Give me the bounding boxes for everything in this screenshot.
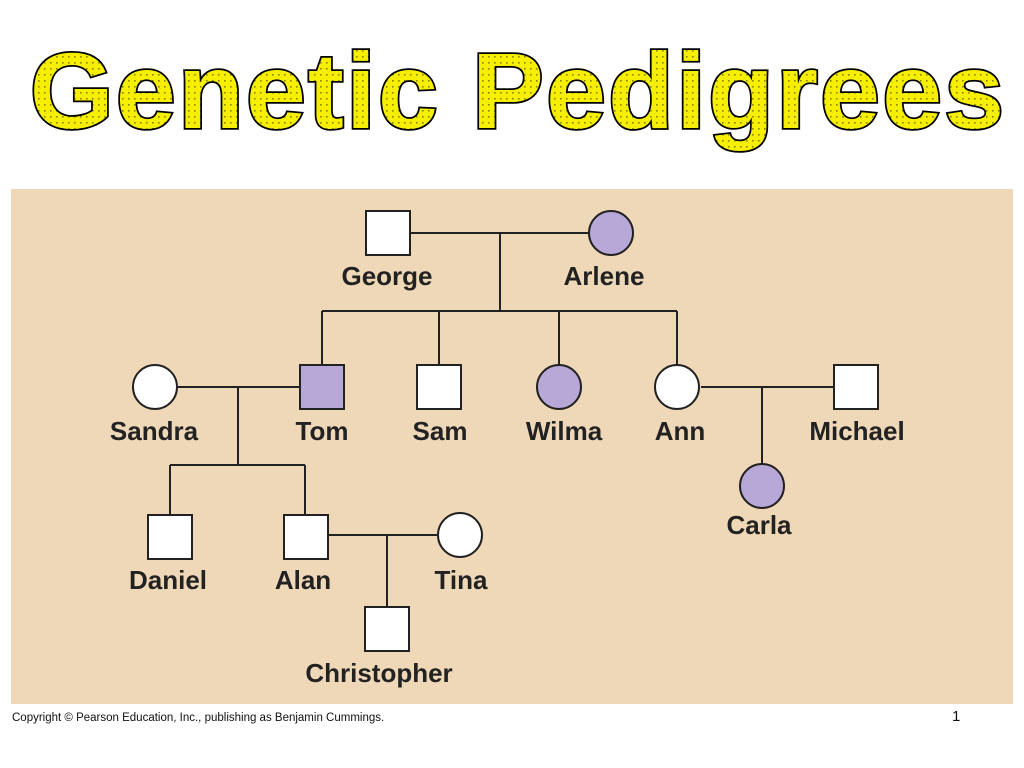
daniel-symbol xyxy=(147,514,193,560)
pedigree-chart: George Arlene Sandra Tom Sam Wilma Ann M… xyxy=(110,210,905,688)
label-sandra: Sandra xyxy=(110,416,199,446)
carla-symbol xyxy=(739,463,785,509)
label-wilma: Wilma xyxy=(526,416,603,446)
label-michael: Michael xyxy=(809,416,904,446)
michael-symbol xyxy=(833,364,879,410)
label-christopher: Christopher xyxy=(305,658,452,688)
tina-symbol xyxy=(437,512,483,558)
copyright-notice: Copyright © Pearson Education, Inc., pub… xyxy=(12,712,385,724)
wilma-symbol xyxy=(536,364,582,410)
label-george: George xyxy=(341,261,432,291)
ann-symbol xyxy=(654,364,700,410)
page-number: 1 xyxy=(952,708,961,725)
arlene-symbol xyxy=(588,210,634,256)
page-title: Genetic Pedigrees xyxy=(30,30,1006,151)
label-ann: Ann xyxy=(655,416,706,446)
label-tina: Tina xyxy=(435,565,489,595)
pedigree-lines xyxy=(169,232,833,607)
alan-symbol xyxy=(283,514,329,560)
label-arlene: Arlene xyxy=(564,261,645,291)
george-symbol xyxy=(365,210,411,256)
pedigree-panel: George Arlene Sandra Tom Sam Wilma Ann M… xyxy=(11,189,1013,704)
christopher-symbol xyxy=(364,606,410,652)
title-banner: Genetic Pedigrees xyxy=(28,28,1006,153)
tom-symbol xyxy=(299,364,345,410)
sam-symbol xyxy=(416,364,462,410)
label-tom: Tom xyxy=(296,416,349,446)
label-sam: Sam xyxy=(413,416,468,446)
pedigree-labels: George Arlene Sandra Tom Sam Wilma Ann M… xyxy=(110,261,905,688)
label-daniel: Daniel xyxy=(129,565,207,595)
sandra-symbol xyxy=(132,364,178,410)
label-alan: Alan xyxy=(275,565,331,595)
pedigree-symbols xyxy=(132,210,879,652)
label-carla: Carla xyxy=(726,510,792,540)
